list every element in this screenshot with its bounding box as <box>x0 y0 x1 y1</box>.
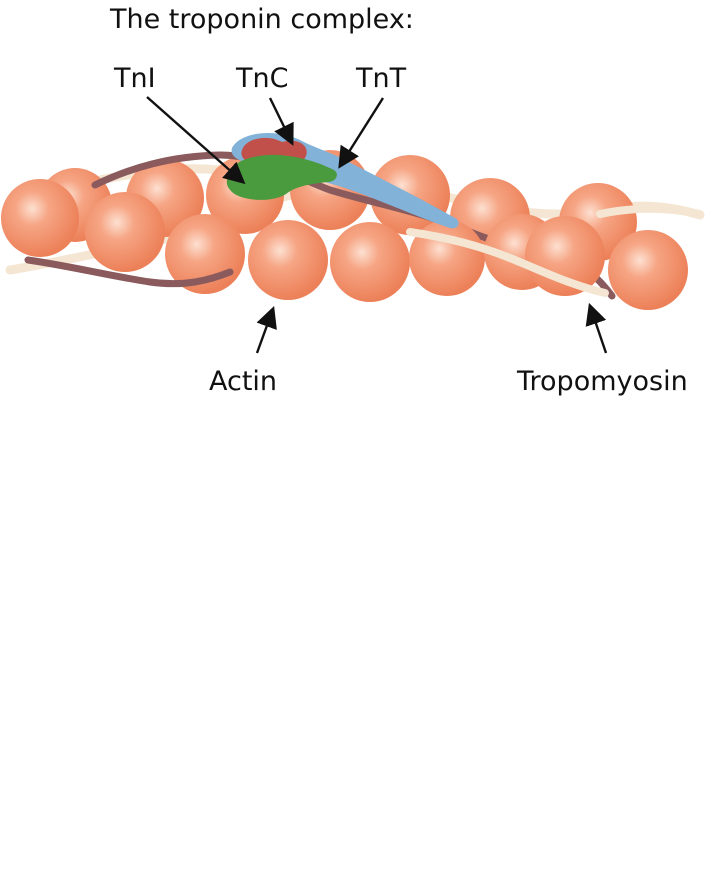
arrow-tnt <box>338 97 385 169</box>
actin-bead <box>248 220 328 300</box>
pointer-arrows <box>146 96 608 354</box>
label-actin: Actin <box>209 366 277 397</box>
diagram-title: The troponin complex: <box>109 4 414 35</box>
label-tni: TnI <box>113 63 156 94</box>
arrow-tnc <box>268 97 294 146</box>
actin-bead <box>1 179 79 257</box>
label-tnc: TnC <box>235 63 288 94</box>
arrow-tropomyosin <box>585 302 608 354</box>
arrow-tni <box>146 96 246 185</box>
tropomyosin-strand-lower <box>24 256 234 288</box>
tropomyosin-pale-front <box>406 228 609 297</box>
actin-bead <box>85 192 165 272</box>
tni-subunit <box>226 154 337 200</box>
arrow-actin <box>255 305 277 354</box>
actin-bead <box>330 222 410 302</box>
label-tropomyosin: Tropomyosin <box>516 366 688 397</box>
actin-bead <box>608 230 688 310</box>
label-tnt: TnT <box>355 63 407 94</box>
tropomyosin-pale-front-right <box>596 204 704 218</box>
